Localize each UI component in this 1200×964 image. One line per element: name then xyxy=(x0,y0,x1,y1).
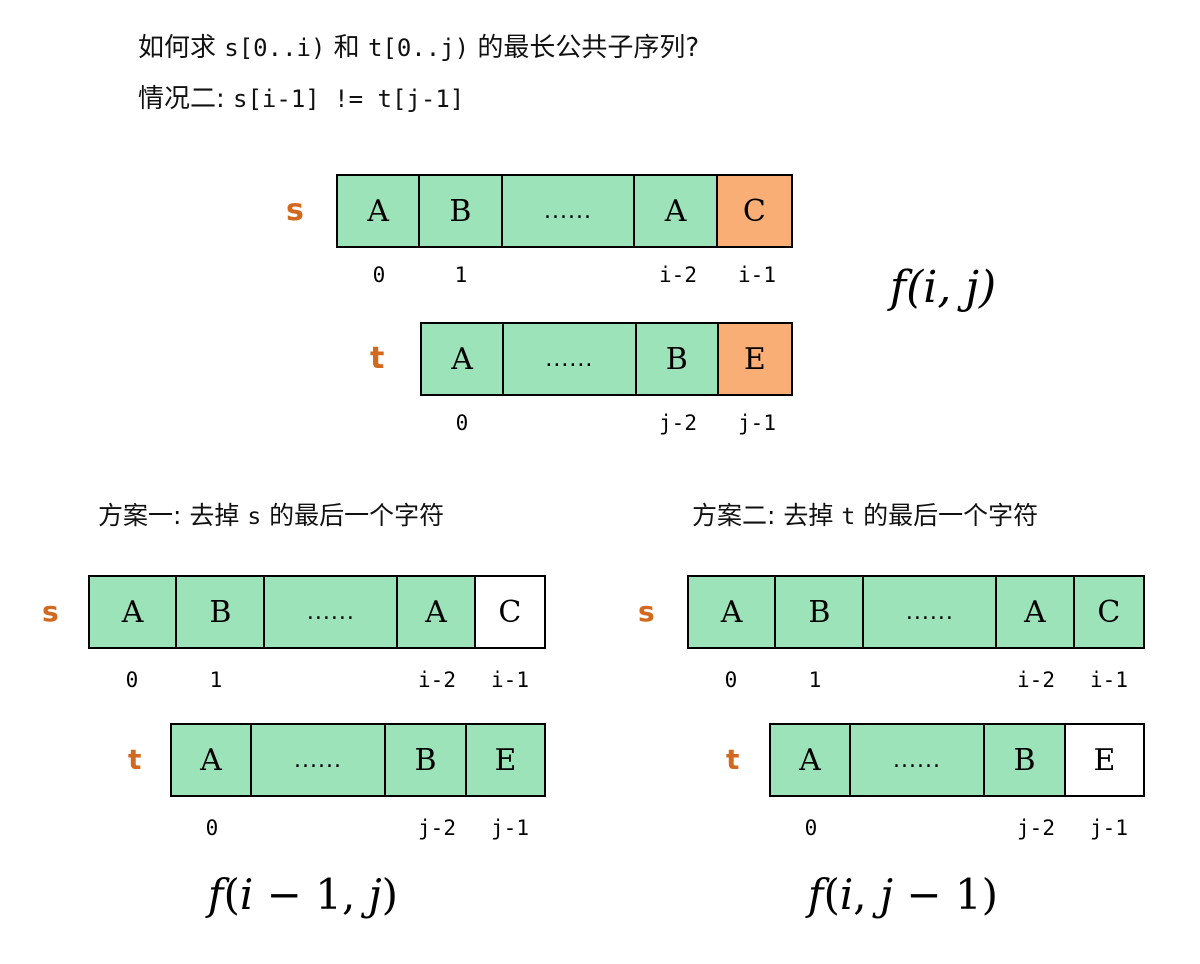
top-t-cell-j-2: B xyxy=(636,324,719,394)
right-t-cell-j-1: E xyxy=(1066,725,1143,795)
left-s-index-1: 1 xyxy=(209,668,223,692)
right-t-strip: A ...... B E xyxy=(769,723,1145,797)
top-s-label: s xyxy=(286,193,304,228)
right-s-cell-1: B xyxy=(776,577,865,647)
top-t-index-0: 0 xyxy=(455,411,469,435)
top-s-cell-ellipsis: ...... xyxy=(502,176,636,246)
heading-code-t-range: t[0..j) xyxy=(367,34,470,62)
top-s-index-0: 0 xyxy=(372,263,386,287)
right-s-cell-i-1: C xyxy=(1074,577,1144,647)
right-t-cell-0: A xyxy=(771,725,851,795)
top-s-cell-1: B xyxy=(420,176,503,246)
right-s-cell-i-2: A xyxy=(997,577,1075,647)
top-s-cell-i-1: C xyxy=(717,176,792,246)
right-formula-f: f xyxy=(807,870,824,919)
heading-code-s-range: s[0..i) xyxy=(224,34,326,62)
left-t-cell-ellipsis: ...... xyxy=(252,725,386,795)
left-s-index-i-1: i-1 xyxy=(491,668,529,692)
top-s-strip: A B ...... A C xyxy=(336,174,793,248)
right-s-cell-0: A xyxy=(689,577,777,647)
left-t-index-0: 0 xyxy=(205,816,219,840)
case-heading: 情况二: s[i-1] != t[j-1] xyxy=(138,86,464,112)
right-formula-open: ( xyxy=(823,870,840,919)
question-heading: 如何求 s[0..i) 和 t[0..j) 的最长公共子序列? xyxy=(138,35,699,61)
left-formula-close: ) xyxy=(381,870,399,919)
top-t-index-j-2: j-2 xyxy=(659,411,697,435)
left-formula-comma: , xyxy=(341,870,369,919)
left-s-index-i-2: i-2 xyxy=(418,668,456,692)
right-s-label: s xyxy=(638,595,655,628)
left-t-index-j-1: j-1 xyxy=(491,816,529,840)
right-formula-comma: , xyxy=(853,870,881,919)
right-s-index-i-1: i-1 xyxy=(1090,668,1128,692)
heading-text-2: 和 xyxy=(325,33,368,63)
right-t-index-0: 0 xyxy=(804,816,818,840)
left-formula-f: f xyxy=(207,870,224,919)
right-t-index-j-2: j-2 xyxy=(1017,816,1055,840)
right-t-index-j-1: j-1 xyxy=(1090,816,1128,840)
right-t-cell-j-2: B xyxy=(985,725,1066,795)
left-s-index-0: 0 xyxy=(125,668,139,692)
left-formula-j: j xyxy=(368,870,382,919)
left-formula-f-i-minus-1-j: f(i − 1, j) xyxy=(208,874,398,916)
right-panel-title-post: 的最后一个字符 xyxy=(855,501,1039,530)
right-t-cell-ellipsis: ...... xyxy=(851,725,985,795)
left-s-strip: A B ...... A C xyxy=(88,575,546,649)
left-s-cell-0: A xyxy=(90,577,178,647)
heading-text-3: 的最长公共子序列? xyxy=(469,33,700,63)
case-label: 情况二: xyxy=(138,84,234,114)
left-t-cell-j-2: B xyxy=(386,725,467,795)
left-t-index-j-2: j-2 xyxy=(418,816,456,840)
left-formula-minus: − xyxy=(253,870,316,919)
left-formula-one: 1 xyxy=(315,870,342,919)
left-t-label: t xyxy=(128,743,142,776)
right-panel-title-pre: 方案二: 去掉 xyxy=(692,501,842,530)
right-panel-title: 方案二: 去掉 t 的最后一个字符 xyxy=(692,503,1038,529)
top-s-index-i-1: i-1 xyxy=(738,263,776,287)
left-s-cell-1: B xyxy=(177,577,266,647)
right-t-label: t xyxy=(726,743,740,776)
right-panel-title-var: t xyxy=(841,504,856,530)
top-t-index-j-1: j-1 xyxy=(738,411,776,435)
top-t-cell-0: A xyxy=(422,324,505,394)
left-t-cell-0: A xyxy=(172,725,252,795)
left-panel-title: 方案一: 去掉 s 的最后一个字符 xyxy=(98,503,444,529)
top-s-index-i-2: i-2 xyxy=(659,263,697,287)
right-formula-f-i-j-minus-1: f(i, j − 1) xyxy=(808,874,998,916)
left-t-strip: A ...... B E xyxy=(170,723,546,797)
left-formula-i: i xyxy=(239,870,254,919)
top-s-index-1: 1 xyxy=(454,263,468,287)
heading-text-1: 如何求 xyxy=(138,33,225,63)
left-panel-title-pre: 方案一: 去掉 xyxy=(98,501,248,530)
right-formula-one: 1 xyxy=(954,870,982,919)
top-t-label: t xyxy=(370,341,385,376)
top-t-strip: A ...... B E xyxy=(420,322,793,396)
case-condition: s[i-1] != t[j-1] xyxy=(233,85,465,113)
left-panel-title-post: 的最后一个字符 xyxy=(261,501,445,530)
right-s-index-0: 0 xyxy=(724,668,738,692)
right-s-strip: A B ...... A C xyxy=(687,575,1145,649)
right-formula-close: ) xyxy=(981,870,999,919)
right-s-index-1: 1 xyxy=(808,668,822,692)
left-s-cell-i-1: C xyxy=(475,577,545,647)
left-s-cell-i-2: A xyxy=(398,577,476,647)
top-t-cell-ellipsis: ...... xyxy=(504,324,637,394)
left-panel-title-var: s xyxy=(247,504,262,530)
right-formula-i: i xyxy=(839,870,854,919)
right-formula-j: j xyxy=(880,870,894,919)
right-formula-minus: − xyxy=(893,870,955,919)
left-s-label: s xyxy=(42,595,59,628)
left-t-cell-j-1: E xyxy=(467,725,544,795)
left-s-cell-ellipsis: ...... xyxy=(265,577,399,647)
right-s-cell-ellipsis: ...... xyxy=(864,577,998,647)
top-t-cell-j-1: E xyxy=(718,324,791,394)
top-s-cell-0: A xyxy=(338,176,421,246)
right-s-index-i-2: i-2 xyxy=(1017,668,1055,692)
top-s-cell-i-2: A xyxy=(635,176,718,246)
left-formula-open: ( xyxy=(223,870,240,919)
top-formula-f-i-j: f(i, j) xyxy=(889,262,997,313)
